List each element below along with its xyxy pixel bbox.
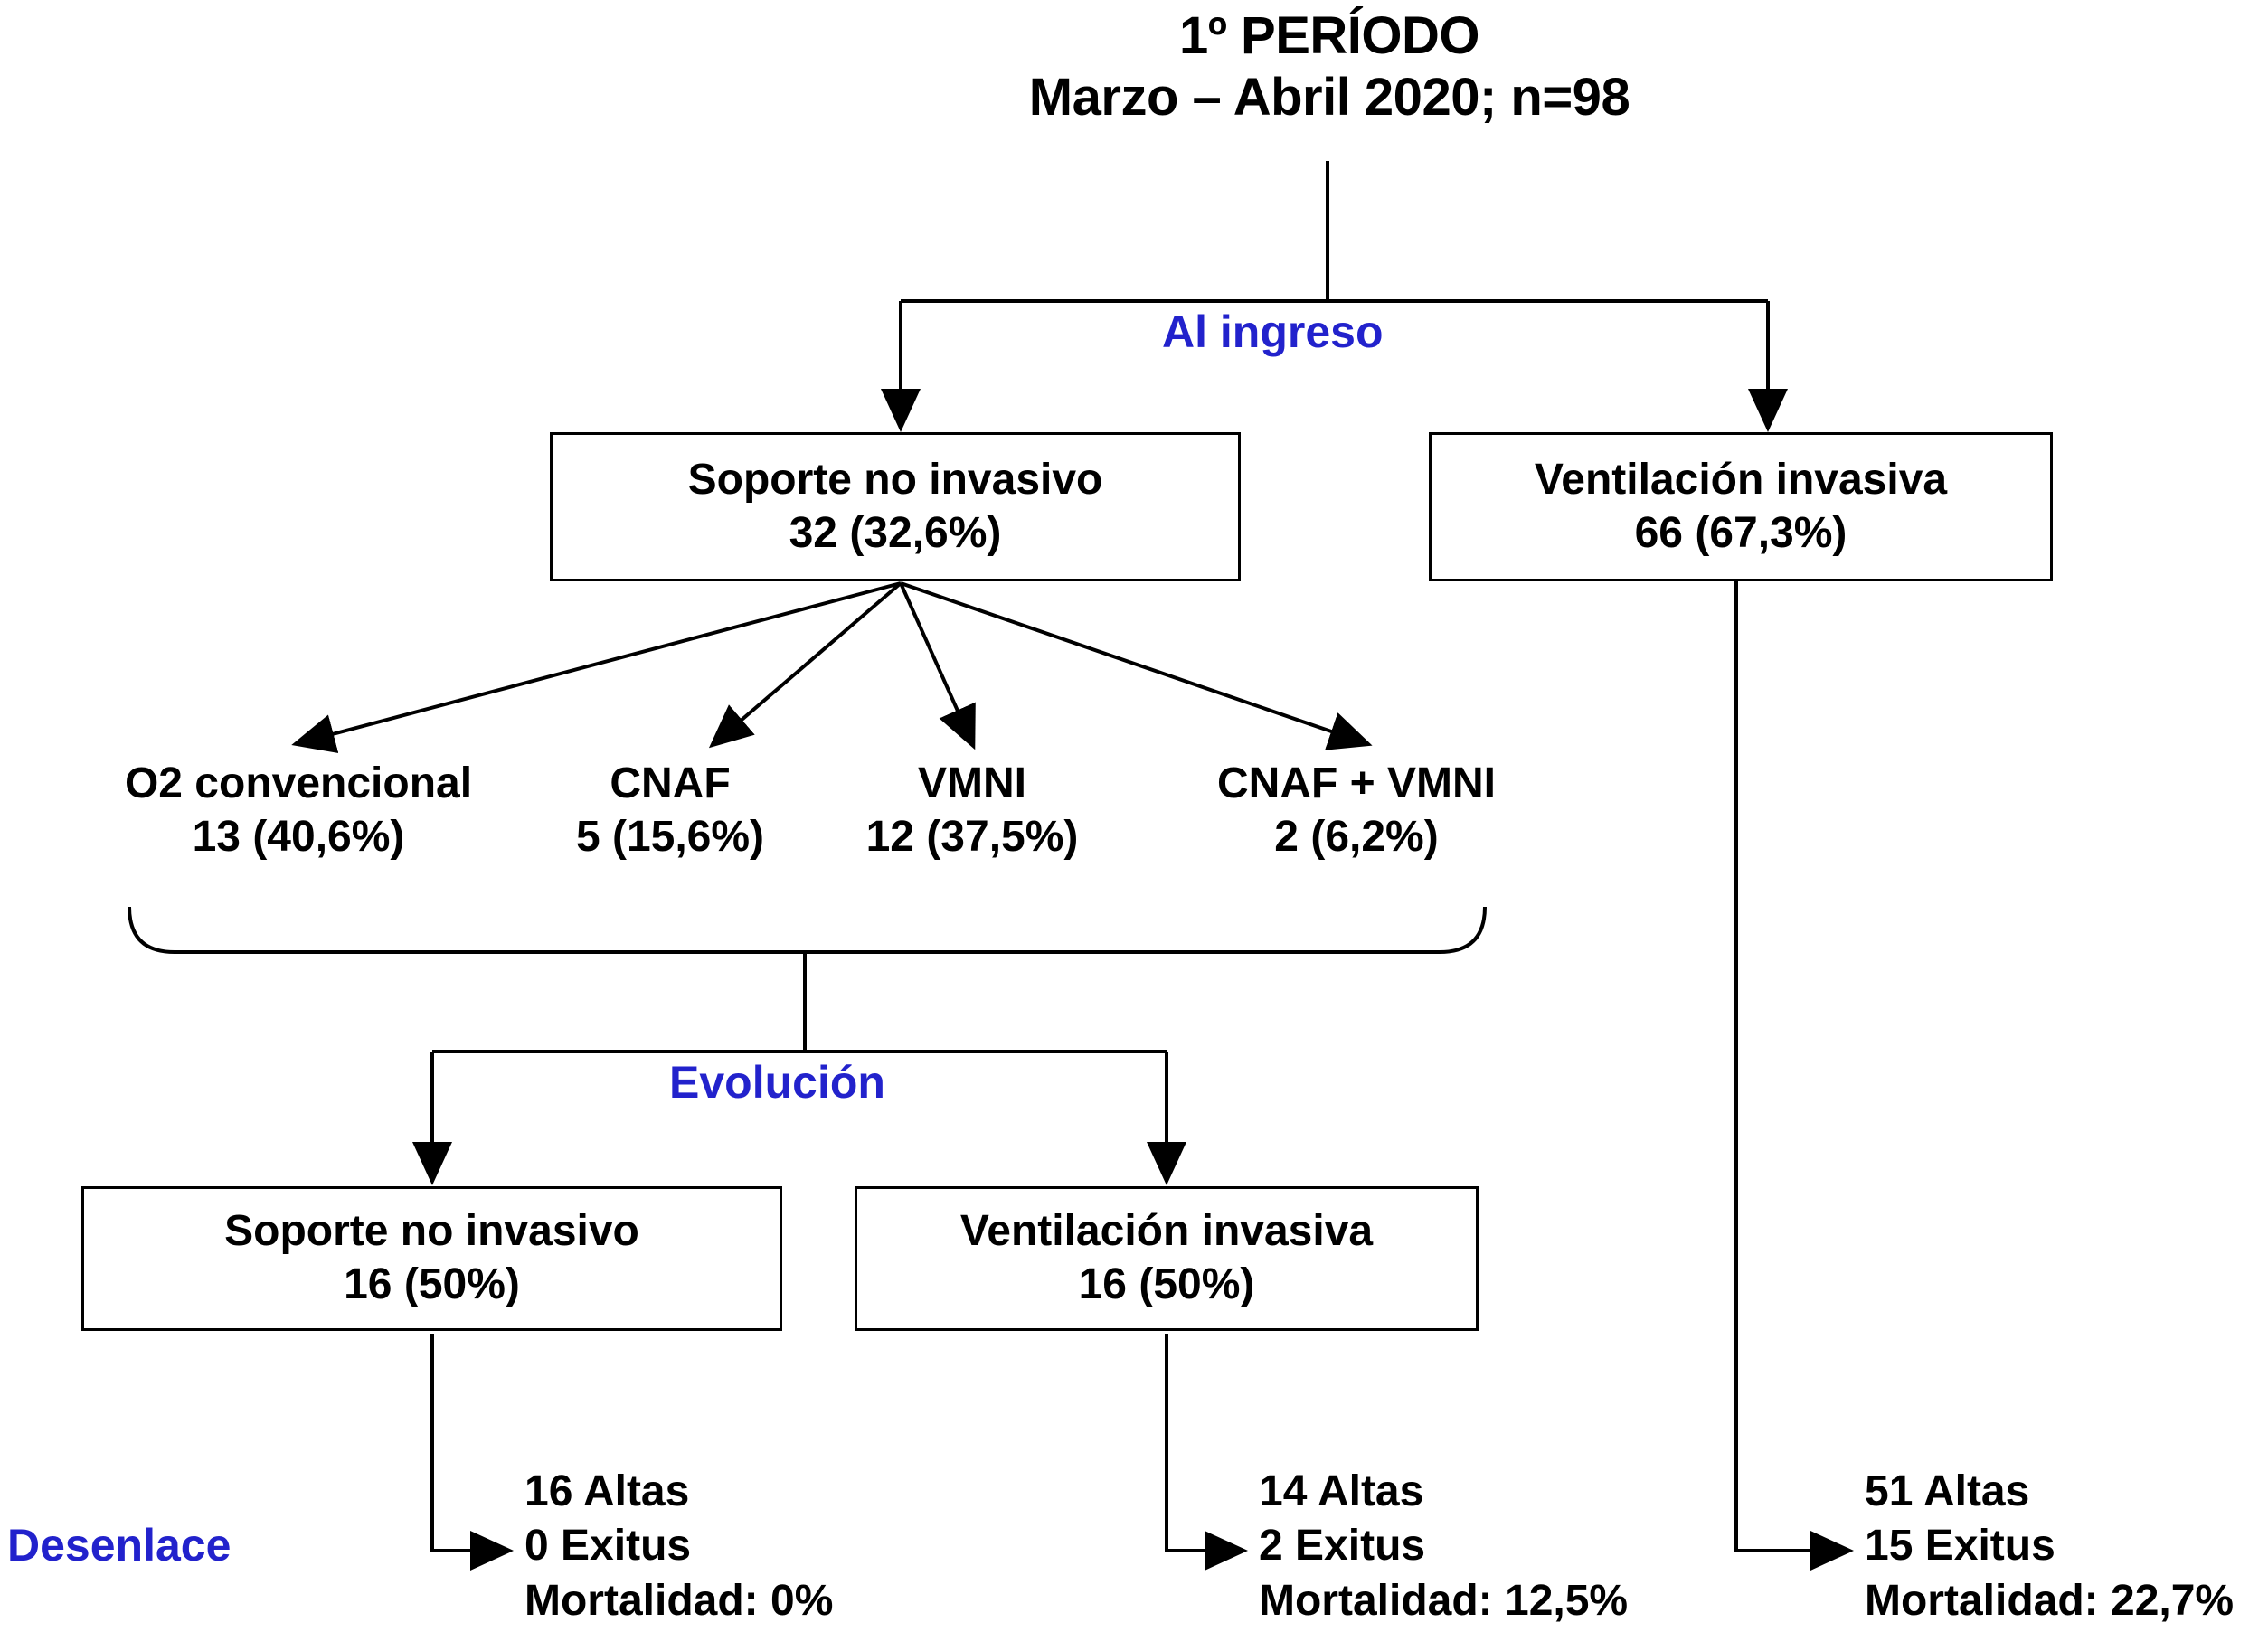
leaf-vmni: VMNI 12 (37,5%) [832, 758, 1112, 863]
edge-to-o2-convencional [291, 581, 902, 753]
page-title-line2: Marzo – Abril 2020; n=98 [1028, 68, 1630, 127]
leaf-cnaf: CNAF 5 (15,6%) [539, 758, 801, 863]
page-title-line1: 1º PERÍODO [1178, 6, 1480, 65]
outcome-exitus: 15 Exitus [1865, 1522, 2055, 1571]
box-soporte-no-invasivo-admission[interactable]: Soporte no invasivo 32 (32,6%) [550, 432, 1241, 581]
box-value: 16 (50%) [344, 1260, 520, 1308]
outcome-mortalidad: Mortalidad: 22,7% [1865, 1576, 2235, 1625]
box-ventilacion-invasiva-evolution[interactable]: Ventilación invasiva 16 (50%) [855, 1186, 1479, 1331]
stage-label-evolucion: Evolución [669, 1057, 885, 1108]
leaf-label: VMNI [918, 759, 1026, 807]
stage-label-desenlace: Desenlace [7, 1520, 232, 1571]
edge-to-vmni [899, 582, 976, 750]
box-value: 32 (32,6%) [789, 508, 1002, 557]
outcome-mortalidad: Mortalidad: 12,5% [1259, 1576, 1629, 1625]
outcome-altas: 16 Altas [524, 1467, 690, 1515]
box-value: 16 (50%) [1078, 1260, 1255, 1308]
leaf-o2-convencional: O2 convencional 13 (40,6%) [54, 758, 543, 863]
edge-to-outcome-3 [1734, 580, 1854, 1571]
leaf-value: 5 (15,6%) [575, 812, 765, 861]
outcome-block-1: 16 Altas 0 Exitus Mortalidad: 0% [524, 1465, 833, 1628]
outcome-block-2: 14 Altas 2 Exitus Mortalidad: 12,5% [1259, 1465, 1628, 1628]
edge-to-cnaf [708, 581, 902, 749]
box-label: Soporte no invasivo [224, 1207, 639, 1256]
page-title: 1º PERÍODO Marzo – Abril 2020; n=98 [904, 5, 1754, 129]
box-value: 66 (67,3%) [1634, 508, 1847, 557]
box-ventilacion-invasiva-admission[interactable]: Ventilación invasiva 66 (67,3%) [1429, 432, 2053, 581]
leaf-value: 2 (6,2%) [1274, 812, 1439, 861]
box-label: Ventilación invasiva [959, 1207, 1374, 1256]
outcome-exitus: 2 Exitus [1259, 1522, 1426, 1571]
box-label: Soporte no invasivo [687, 455, 1103, 504]
edge-to-outcome-2 [1165, 1334, 1248, 1571]
stage-label-al-ingreso: Al ingreso [1162, 307, 1384, 357]
outcome-exitus: 0 Exitus [524, 1522, 692, 1571]
brace-modalities [128, 906, 1487, 954]
leaf-value: 12 (37,5%) [865, 812, 1079, 861]
leaf-value: 13 (40,6%) [192, 812, 405, 861]
box-soporte-no-invasivo-evolution[interactable]: Soporte no invasivo 16 (50%) [81, 1186, 782, 1331]
leaf-label: O2 convencional [124, 759, 473, 807]
leaf-cnaf-vmni: CNAF + VMNI 2 (6,2%) [1167, 758, 1546, 863]
outcome-altas: 14 Altas [1259, 1467, 1424, 1515]
edge-to-outcome-1 [430, 1334, 514, 1571]
outcome-mortalidad: Mortalidad: 0% [524, 1576, 834, 1625]
box-label: Ventilación invasiva [1534, 455, 1948, 504]
leaf-label: CNAF [610, 759, 731, 807]
outcome-block-3: 51 Altas 15 Exitus Mortalidad: 22,7% [1865, 1465, 2234, 1628]
leaf-label: CNAF + VMNI [1216, 759, 1496, 807]
outcome-altas: 51 Altas [1865, 1467, 2030, 1515]
edge-to-cnaf-vmni [900, 581, 1373, 750]
